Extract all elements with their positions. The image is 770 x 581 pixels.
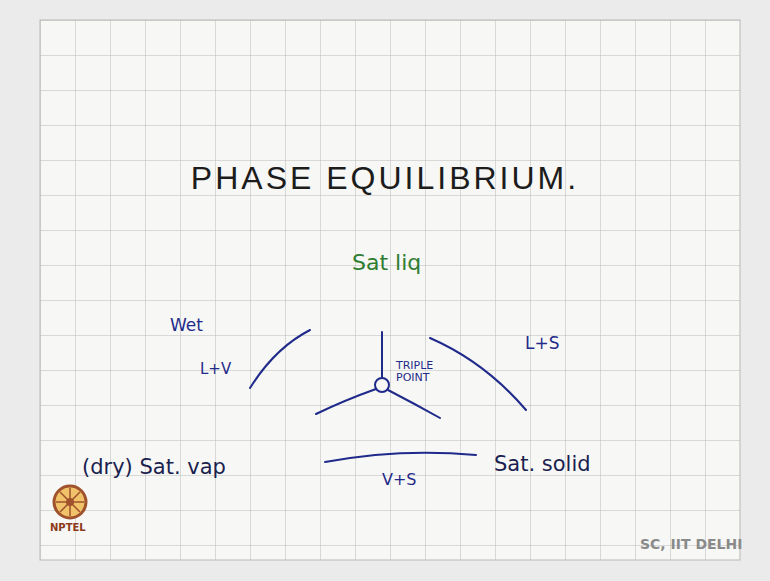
logo-wheel (54, 486, 86, 518)
phase-lines (250, 330, 526, 462)
sublimation-curve (325, 453, 476, 462)
state-label: Sat. solid (494, 452, 591, 477)
state-label: Sat liq (352, 250, 421, 276)
title: PHASE EQUILIBRIUM. (191, 160, 579, 197)
point-label: TRIPLE POINT (396, 360, 448, 384)
region-label: L+V (200, 360, 231, 378)
nptel-logo (54, 486, 86, 518)
state-label: (dry) Sat. vap (82, 455, 226, 480)
logo-hub (66, 498, 74, 506)
triple-point-marker (375, 378, 389, 392)
region-label: L+S (525, 333, 560, 353)
region-label: V+S (382, 470, 417, 489)
logo-spokes (56, 488, 84, 516)
watermark: SC, IIT DELHI (640, 536, 742, 553)
grid (40, 20, 740, 560)
logo-text: NPTEL (50, 522, 86, 534)
liquid-branch (381, 332, 383, 378)
paper (40, 20, 740, 560)
region-label: Wet (170, 315, 203, 335)
vapor-branch (316, 389, 376, 414)
vaporization-curve (250, 330, 310, 388)
solid-branch (388, 390, 440, 418)
fusion-curve (430, 338, 526, 410)
